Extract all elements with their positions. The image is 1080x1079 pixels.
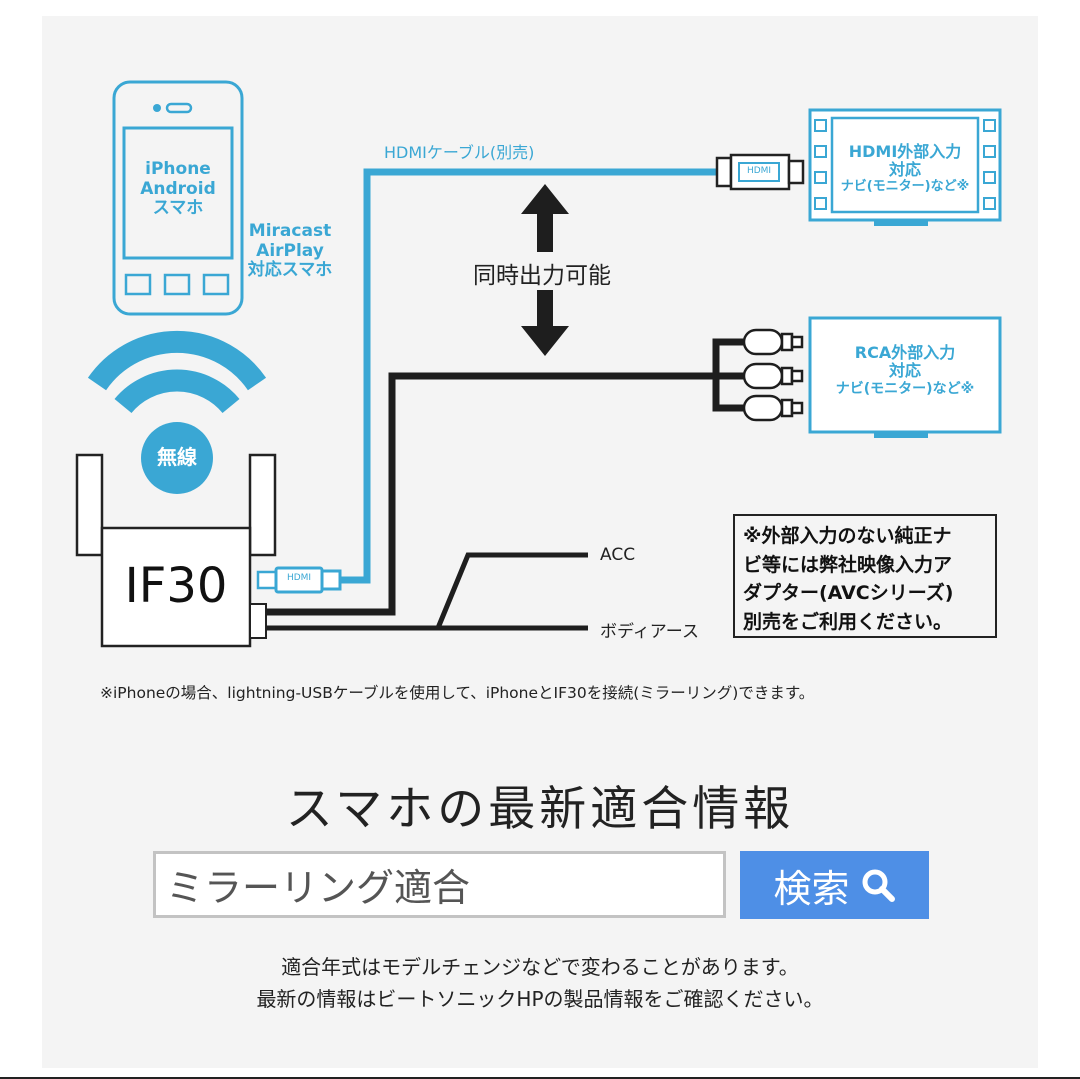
wireless-badge-label: 無線 [157, 445, 197, 469]
hdmi-monitor-line-1: HDMI外部入力 [848, 142, 962, 161]
hdmi-monitor-line-2: 対応 [888, 160, 921, 180]
note-box: ※外部入力のない純正ナ ビ等には弊社映像入力ア ダプター(AVCシリーズ) 別売… [733, 514, 997, 638]
phone-os-iphone: iPhone [145, 159, 211, 179]
power-wires [266, 552, 588, 631]
search-icon [862, 869, 895, 902]
if30-device-icon [75, 453, 278, 648]
note-line-4: 別売をご利用ください。 [743, 610, 953, 633]
simultaneous-output-label: 同時出力可能 [473, 263, 611, 289]
search-button-label: 検索 [773, 866, 850, 911]
rca-monitor-label: RCA外部入力 対応 ナビ(モニター)など※ [815, 343, 995, 397]
hdmi-plug-text: HDMI [286, 573, 312, 583]
rca-monitor-line-1: RCA外部入力 [854, 343, 956, 362]
phone-os-smartphone: スマホ [152, 198, 204, 219]
note-line-2: ビ等には弊社映像入力ア [743, 553, 953, 576]
iphone-connection-note: ※iPhoneの場合、lightning-USBケーブルを使用して、iPhone… [100, 684, 815, 702]
rca-cable [266, 328, 804, 616]
note-line-3: ダプター(AVCシリーズ) [743, 582, 954, 604]
hdmi-plug-text-monitor-side: HDMI [746, 166, 772, 176]
search-button[interactable]: 検索 [740, 851, 929, 919]
footer-line-1: 適合年式はモデルチェンジなどで変わることがあります。 [281, 955, 799, 979]
phone-os-android: Android [140, 178, 216, 199]
smartphone-icon [112, 80, 244, 316]
hdmi-monitor-icon [808, 108, 1002, 226]
supported-phone-label: 対応スマホ [247, 260, 333, 281]
search-input[interactable] [153, 851, 726, 918]
miracast-label: Miracast [248, 221, 332, 241]
hdmi-monitor-label: HDMI外部入力 対応 ナビ(モニター)など※ [832, 142, 978, 195]
section-title: スマホの最新適合情報 [285, 782, 795, 837]
wifi-icon [87, 330, 267, 414]
rca-monitor-line-2: 対応 [888, 361, 921, 381]
phone-side-label: Miracast AirPlay 対応スマホ [240, 221, 340, 281]
note-line-1: ※外部入力のない純正ナ [743, 525, 952, 547]
hdmi-cable [274, 153, 805, 594]
airplay-label: AirPlay [256, 240, 324, 261]
device-name: IF30 [124, 558, 228, 614]
wireless-badge [141, 422, 213, 494]
rca-monitor-icon [808, 316, 1002, 438]
rca-monitor-line-3: ナビ(モニター)など※ [835, 380, 975, 397]
phone-screen-label: iPhone Android スマホ [124, 159, 232, 219]
acc-label: ACC [600, 545, 636, 565]
body-earth-label: ボディアース [600, 622, 699, 642]
hdmi-cable-label: HDMIケーブル(別売) [384, 143, 535, 162]
double-arrow-icon [521, 184, 569, 356]
footer-line-2: 最新の情報はビートソニックHPの製品情報をご確認ください。 [256, 987, 824, 1011]
bottom-divider [0, 1077, 1080, 1079]
hdmi-monitor-line-3: ナビ(モニター)など※ [840, 178, 970, 194]
